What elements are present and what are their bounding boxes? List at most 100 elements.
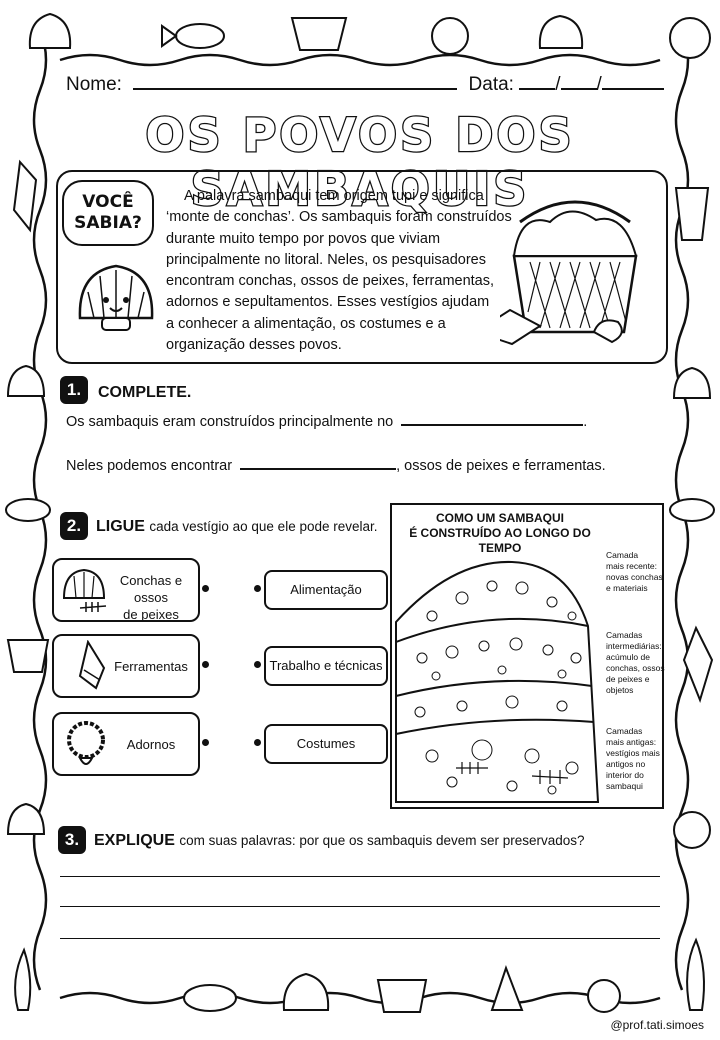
- seaweed-icon: [686, 937, 705, 1011]
- basket-icon: [376, 979, 428, 1013]
- sentence-text: .: [583, 414, 588, 430]
- match-dot[interactable]: [254, 585, 261, 592]
- match-label-line: de peixes: [123, 607, 179, 622]
- question-title-bold: LIGUE: [96, 518, 145, 535]
- note-line: objetos: [606, 685, 634, 695]
- question-number: 2.: [60, 512, 88, 540]
- match-dot[interactable]: [254, 661, 261, 668]
- fish-icon: [175, 23, 225, 49]
- info-line: organização desses povos.: [166, 337, 342, 354]
- sentence-1: Os sambaquis eram construídos principalm…: [66, 414, 587, 430]
- question-title-text: cada vestígio ao que ele pode revelar.: [149, 519, 378, 534]
- sentence-2: Neles podemos encontrar , ossos de peixe…: [66, 458, 606, 474]
- info-line: adornos e sepultamentos. Esses vestígios…: [166, 294, 490, 311]
- question-title-text: COMPLETE.: [98, 384, 192, 401]
- stone-tool-icon: [12, 159, 38, 233]
- info-line: ‘monte de conchas’. Os sambaquis foram c…: [166, 209, 512, 226]
- info-line: durante muito tempo por povos que viviam: [166, 230, 441, 247]
- name-field[interactable]: [133, 88, 458, 90]
- date-year-field[interactable]: [601, 88, 664, 90]
- question-title-text: com suas palavras: por que os sambaquis …: [179, 833, 585, 848]
- note-line: intermediárias:: [606, 641, 662, 651]
- note-line: novas conchas: [606, 572, 663, 582]
- fish-icon: [5, 498, 51, 522]
- info-line: A palavra sambaqui tem origem tupi e sig…: [184, 188, 484, 204]
- answer-blank[interactable]: [240, 468, 397, 470]
- date-month-field[interactable]: [560, 88, 597, 90]
- note-intermediate-layers: Camadas intermediárias: acúmulo de conch…: [606, 630, 670, 696]
- note-recent-layer: Camada mais recente: novas conchas e mat…: [606, 550, 670, 594]
- date-separator: /: [596, 74, 602, 95]
- spiral-shell-icon: [587, 979, 621, 1013]
- did-you-know-bubble: VOCÊ SABIA?: [62, 180, 154, 246]
- stone-tool-icon: [682, 625, 714, 704]
- info-line: a conhecer a alimentação, os costumes e …: [166, 315, 446, 332]
- question-number: 1.: [60, 376, 88, 404]
- name-label: Nome:: [66, 74, 122, 95]
- question-title: LIGUE cada vestígio ao que ele pode reve…: [96, 518, 378, 536]
- snail-icon: [431, 17, 469, 55]
- sentence-text: Os sambaquis eram construídos principalm…: [66, 414, 394, 430]
- shell-icon: [6, 802, 46, 835]
- match-right-trabalho[interactable]: Trabalho e técnicas: [264, 646, 388, 686]
- match-dot[interactable]: [202, 739, 209, 746]
- layers-title-line: COMO UM SAMBAQUI: [436, 511, 564, 525]
- match-left-ferramentas[interactable]: Ferramentas: [52, 634, 200, 698]
- match-left-adornos[interactable]: Adornos: [52, 712, 200, 776]
- match-right-costumes[interactable]: Costumes: [264, 724, 388, 764]
- basket-icon: [674, 187, 710, 241]
- answer-line[interactable]: [60, 938, 660, 939]
- question-title: COMPLETE.: [98, 384, 191, 402]
- shell-icon: [28, 12, 72, 49]
- info-line: encontram conchas, ossos de peixes, ferr…: [166, 273, 495, 290]
- layers-title: COMO UM SAMBAQUI É CONSTRUÍDO AO LONGO D…: [400, 511, 600, 556]
- note-line: mais antigas:: [606, 737, 657, 747]
- basket-icon: [6, 639, 50, 673]
- shell-icon: [538, 14, 584, 49]
- bubble-line: VOCÊ: [82, 192, 134, 212]
- note-oldest-layers: Camadas mais antigas: vestígios mais ant…: [606, 726, 670, 792]
- note-line: Camadas: [606, 630, 643, 640]
- info-line: principalmente no litoral. Neles, os pes…: [166, 251, 486, 268]
- match-right-alimentacao[interactable]: Alimentação: [264, 570, 388, 610]
- shell-icon: [6, 364, 46, 397]
- note-line: vestígios mais: [606, 748, 660, 758]
- note-line: Camadas: [606, 726, 643, 736]
- match-dot[interactable]: [202, 585, 209, 592]
- note-line: interior do: [606, 770, 644, 780]
- answer-blank[interactable]: [401, 424, 584, 426]
- match-label-line: Conchas e ossos: [119, 573, 183, 605]
- note-line: e materiais: [606, 583, 648, 593]
- date-separator: /: [555, 74, 561, 95]
- question-title: EXPLIQUE com suas palavras: por que os s…: [94, 832, 585, 850]
- match-label: Conchas e ossos de peixes: [108, 572, 194, 623]
- seaweed-icon: [14, 947, 32, 1011]
- bubble-line: SABIA?: [74, 213, 142, 233]
- note-line: acúmulo de: [606, 652, 650, 662]
- fish-icon: [669, 498, 715, 522]
- sentence-text: Neles podemos encontrar: [66, 458, 233, 474]
- smiling-shell-icon: [78, 264, 154, 331]
- author-credit: @prof.tati.simoes: [610, 1018, 704, 1032]
- basket-of-shells-icon: [500, 200, 638, 346]
- header-row: Nome: Data: //: [66, 74, 666, 98]
- shell-and-fish-bone-icon: [62, 568, 107, 612]
- note-line: Camada: [606, 550, 639, 560]
- match-dot[interactable]: [254, 739, 261, 746]
- spiral-shell-icon: [673, 811, 711, 849]
- fish-icon: [183, 984, 237, 1012]
- stone-tool-icon: [78, 640, 106, 690]
- necklace-icon: [67, 721, 105, 765]
- date-day-field[interactable]: [519, 88, 556, 90]
- note-line: sambaqui: [606, 781, 643, 791]
- note-line: de peixes e: [606, 674, 650, 684]
- sambaqui-layers-panel: [390, 503, 664, 809]
- match-left-conchas[interactable]: Conchas e ossos de peixes: [52, 558, 200, 622]
- answer-line[interactable]: [60, 906, 660, 907]
- answer-line[interactable]: [60, 876, 660, 877]
- question-number: 3.: [58, 826, 86, 854]
- match-label: Ferramentas: [114, 659, 188, 674]
- info-box: [56, 170, 668, 364]
- match-dot[interactable]: [202, 661, 209, 668]
